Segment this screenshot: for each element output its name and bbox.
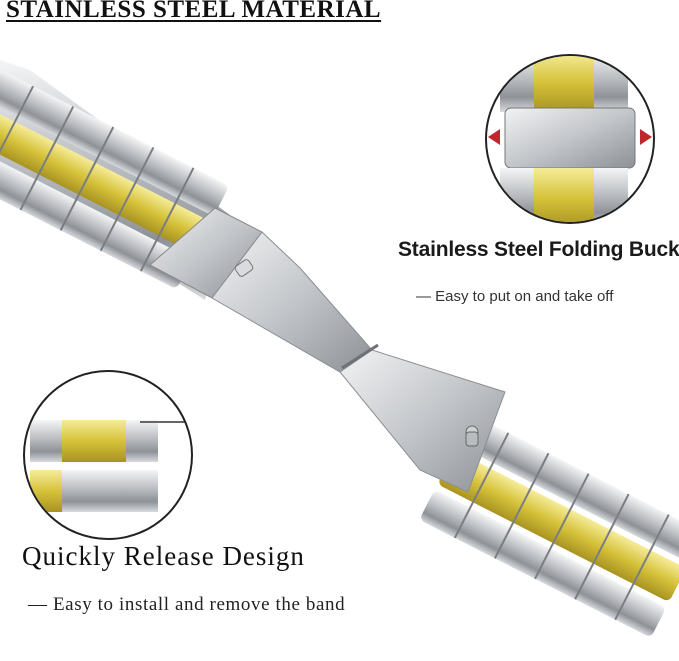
- release-note-text: Easy to install and remove the band: [52, 594, 346, 615]
- upper-band: [0, 60, 230, 300]
- release-title: Quickly Release Design: [22, 541, 305, 571]
- folding-clasp: [149, 207, 506, 493]
- buckle-note-text: Easy to put on and take off: [435, 288, 614, 305]
- lower-band: [421, 416, 679, 636]
- buckle-note: — Easy to put on and take off: [416, 288, 613, 305]
- buckle-title: Stainless Steel Folding Buckle: [398, 238, 679, 261]
- page-heading: STAINLESS STEEL MATERIAL: [6, 0, 382, 23]
- buckle-dash: —: [416, 288, 431, 305]
- buckle-detail-circle: [485, 54, 655, 224]
- release-detail-circle: [23, 370, 193, 540]
- release-dash: —: [28, 594, 48, 615]
- release-note: — Easy to install and remove the band: [28, 592, 358, 618]
